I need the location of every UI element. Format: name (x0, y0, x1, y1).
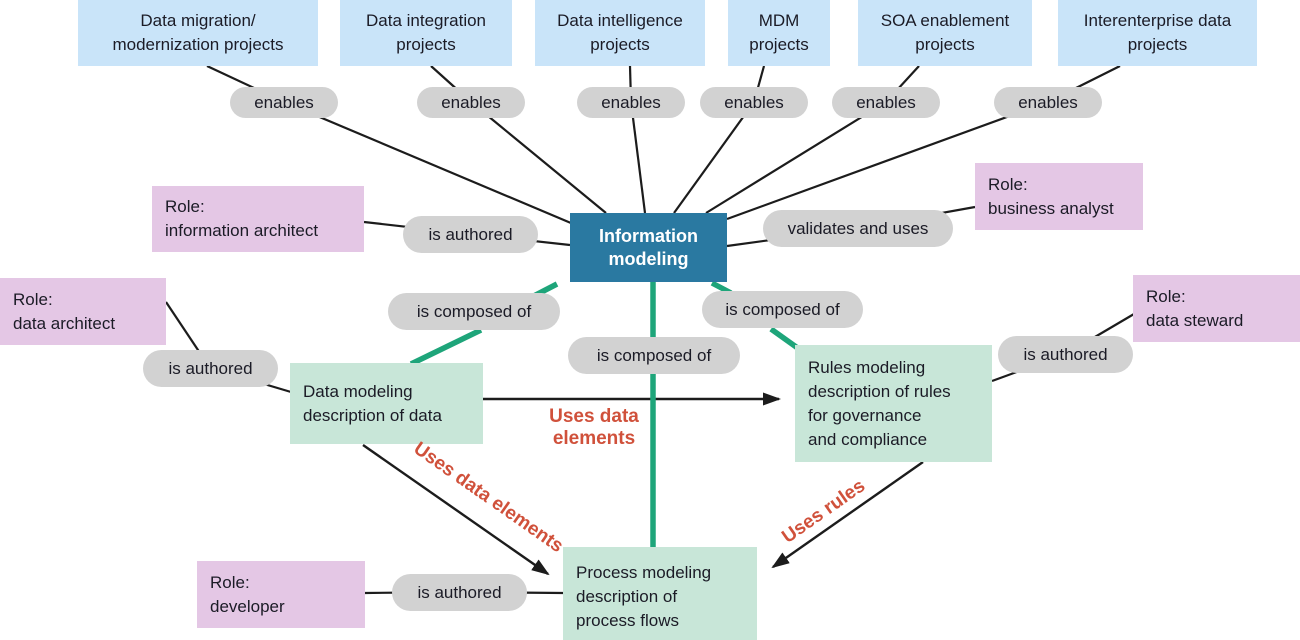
model-box-process-modeling: Process modeling description of process … (563, 547, 757, 640)
project-box-mdm: MDM projects (728, 0, 830, 66)
role-box-developer: Role: developer (197, 561, 365, 628)
line-enables-2-lower (470, 101, 607, 214)
pill-validates-and-uses: validates and uses (763, 210, 953, 247)
project-box-data-intelligence: Data intelligence projects (535, 0, 705, 66)
role-box-data-steward: Role: data steward (1133, 275, 1300, 342)
pill-is-authored-developer: is authored (392, 574, 527, 611)
line-composed-left-b (409, 327, 483, 367)
project-box-soa-enablement: SOA enablement projects (858, 0, 1032, 66)
project-box-interenterprise-data: Interenterprise data projects (1058, 0, 1257, 66)
pill-enables-5: enables (832, 87, 940, 118)
center-box-information-modeling: Information modeling (570, 213, 727, 282)
model-box-rules-modeling: Rules modeling description of rules for … (795, 345, 992, 462)
pill-enables-1: enables (230, 87, 338, 118)
uses-arrows (362, 392, 924, 576)
pill-is-authored-data-steward: is authored (998, 336, 1133, 373)
line-enables-4-lower (673, 101, 755, 214)
arrow-uses-rules (771, 461, 924, 569)
line-composed-right-b (769, 326, 801, 352)
pill-is-authored-data-architect: is authored (143, 350, 278, 387)
label-uses-data-elements-stacked: Uses data elements (549, 406, 639, 449)
pill-enables-6: enables (994, 87, 1102, 118)
pill-enables-2: enables (417, 87, 525, 118)
pill-enables-4: enables (700, 87, 808, 118)
line-enables-5-lower (705, 101, 887, 214)
pill-is-composed-of-right: is composed of (702, 291, 863, 328)
line-enables-6-lower (726, 100, 1049, 221)
arrow-uses-data-elements-diagonal (362, 444, 550, 576)
role-box-information-architect: Role: information architect (152, 186, 364, 252)
line-enables-1-lower (283, 100, 579, 228)
role-box-data-architect: Role: data architect (0, 278, 166, 345)
model-box-data-modeling: Data modeling description of data (290, 363, 483, 444)
pill-is-composed-of-left: is composed of (388, 293, 560, 330)
enables-fan-lines (206, 65, 1121, 228)
project-box-data-migration: Data migration/ modernization projects (78, 0, 318, 66)
role-box-business-analyst: Role: business analyst (975, 163, 1143, 230)
project-box-data-integration: Data integration projects (340, 0, 512, 66)
pill-enables-3: enables (577, 87, 685, 118)
pill-is-authored-information-architect: is authored (403, 216, 538, 253)
pill-is-composed-of-center: is composed of (568, 337, 740, 374)
line-enables-3-lower (629, 101, 647, 214)
